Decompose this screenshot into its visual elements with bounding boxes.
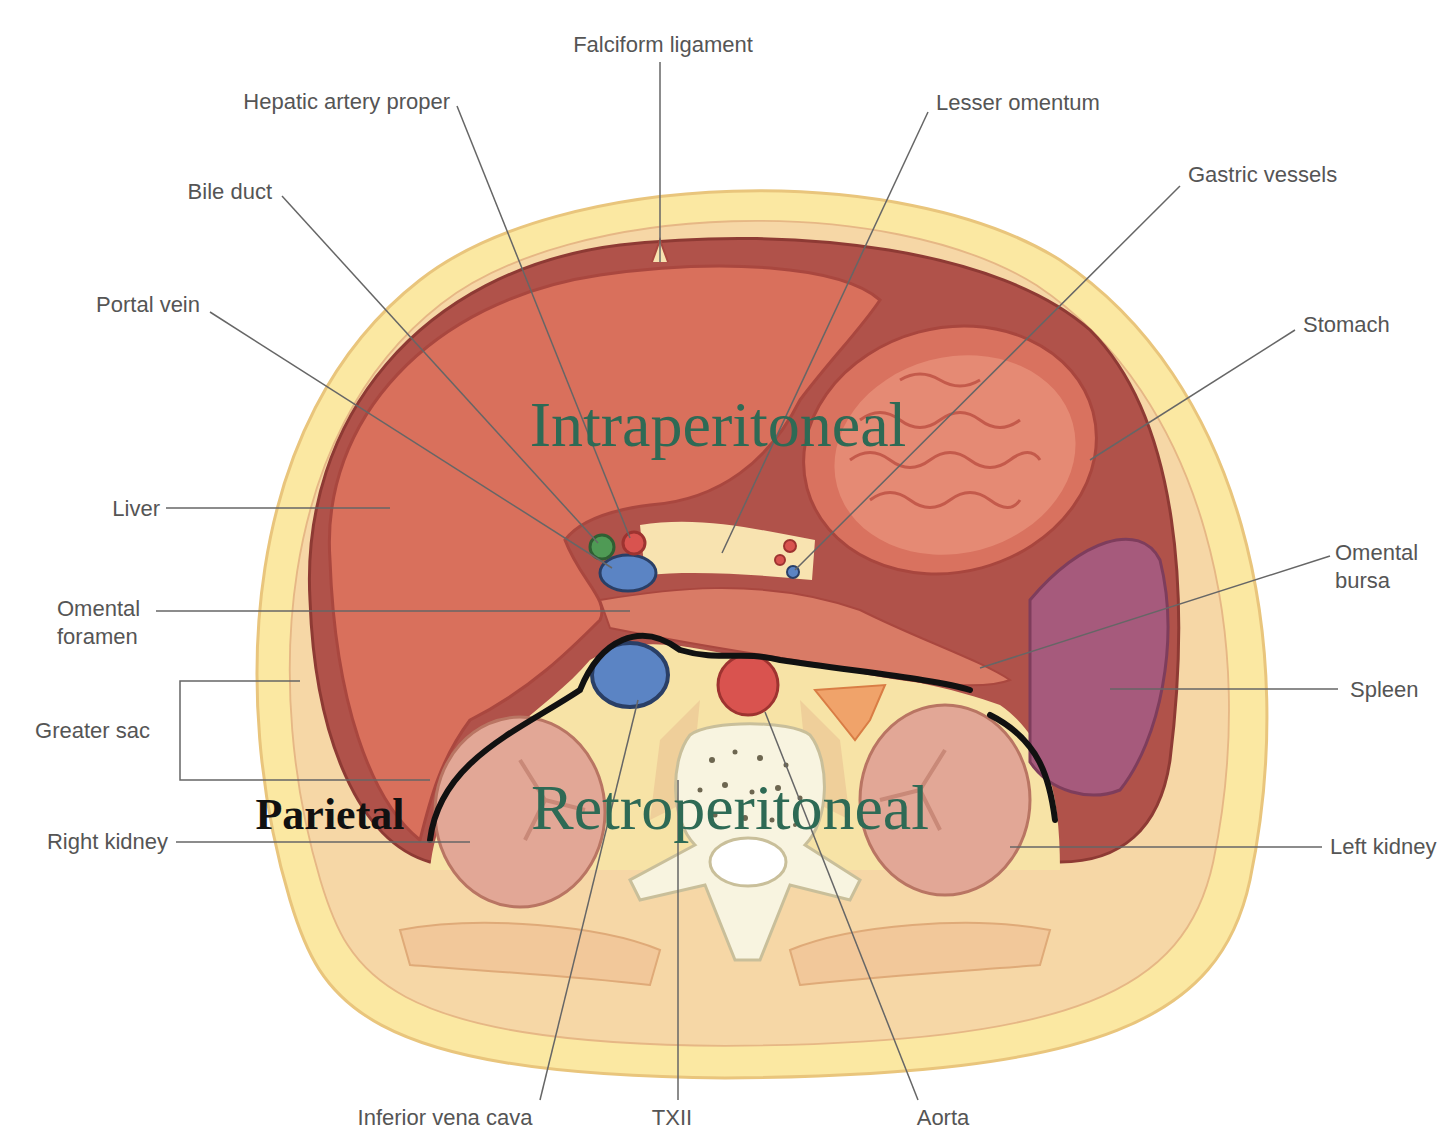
anatomy-label: Lesser omentum [936,89,1100,117]
gastric-artery [775,555,785,565]
aorta [718,655,778,715]
leader-line [659,62,661,262]
spleen [1030,539,1168,795]
anatomy-label: Gastric vessels [1188,161,1337,189]
anatomy-label: TXII [652,1104,692,1132]
leader-lines [156,62,1338,1100]
portal-vein [600,555,656,591]
anatomy-label: Hepatic artery proper [243,88,450,116]
leader-line [1090,330,1295,460]
leader-line [156,610,630,612]
bone-dot [757,755,763,761]
hepatic-artery [623,532,645,554]
leader-line [980,556,1330,668]
leader-line [765,712,918,1100]
anatomy-label: Omental bursa [1335,539,1435,595]
anatomy-label: Greater sac [35,717,150,745]
greater-sac-bracket [180,681,430,780]
leader-line [176,841,470,843]
anatomy-label: Stomach [1303,311,1390,339]
anatomy-label: Liver [112,495,160,523]
anatomy-label: Omental foramen [57,595,152,651]
anatomy-label: Inferior vena cava [358,1104,533,1132]
handwritten-annotation: Retroperitoneal [531,773,929,843]
back-muscle [790,923,1050,985]
bone-dot [733,750,738,755]
leader-line [166,507,390,509]
anatomy-label: Falciform ligament [573,31,753,59]
gastric-artery [784,540,796,552]
leader-line [282,196,598,543]
subcutaneous-fat [257,191,1267,1078]
anatomy-label: Portal vein [96,291,200,319]
anatomy-label: Bile duct [188,178,272,206]
leader-line [540,700,638,1100]
leader-line [1010,846,1322,848]
anatomy-label: Right kidney [47,828,168,856]
lesser-omentum [640,522,815,580]
bone-dot [709,757,715,763]
leader-line [1110,688,1338,690]
handwritten-annotation: Parietal [255,790,404,840]
back-muscle [400,923,660,985]
anatomy-label: Spleen [1350,676,1419,704]
parietal-peritoneum-line [990,715,1055,820]
spinal-canal [710,838,786,886]
handwritten-annotation: Intraperitoneal [530,390,907,460]
leader-line [722,112,928,553]
leader-line [457,106,630,538]
anatomy-label: Aorta [917,1104,970,1132]
anatomy-label: Left kidney [1330,833,1436,861]
leader-line [795,186,1180,570]
